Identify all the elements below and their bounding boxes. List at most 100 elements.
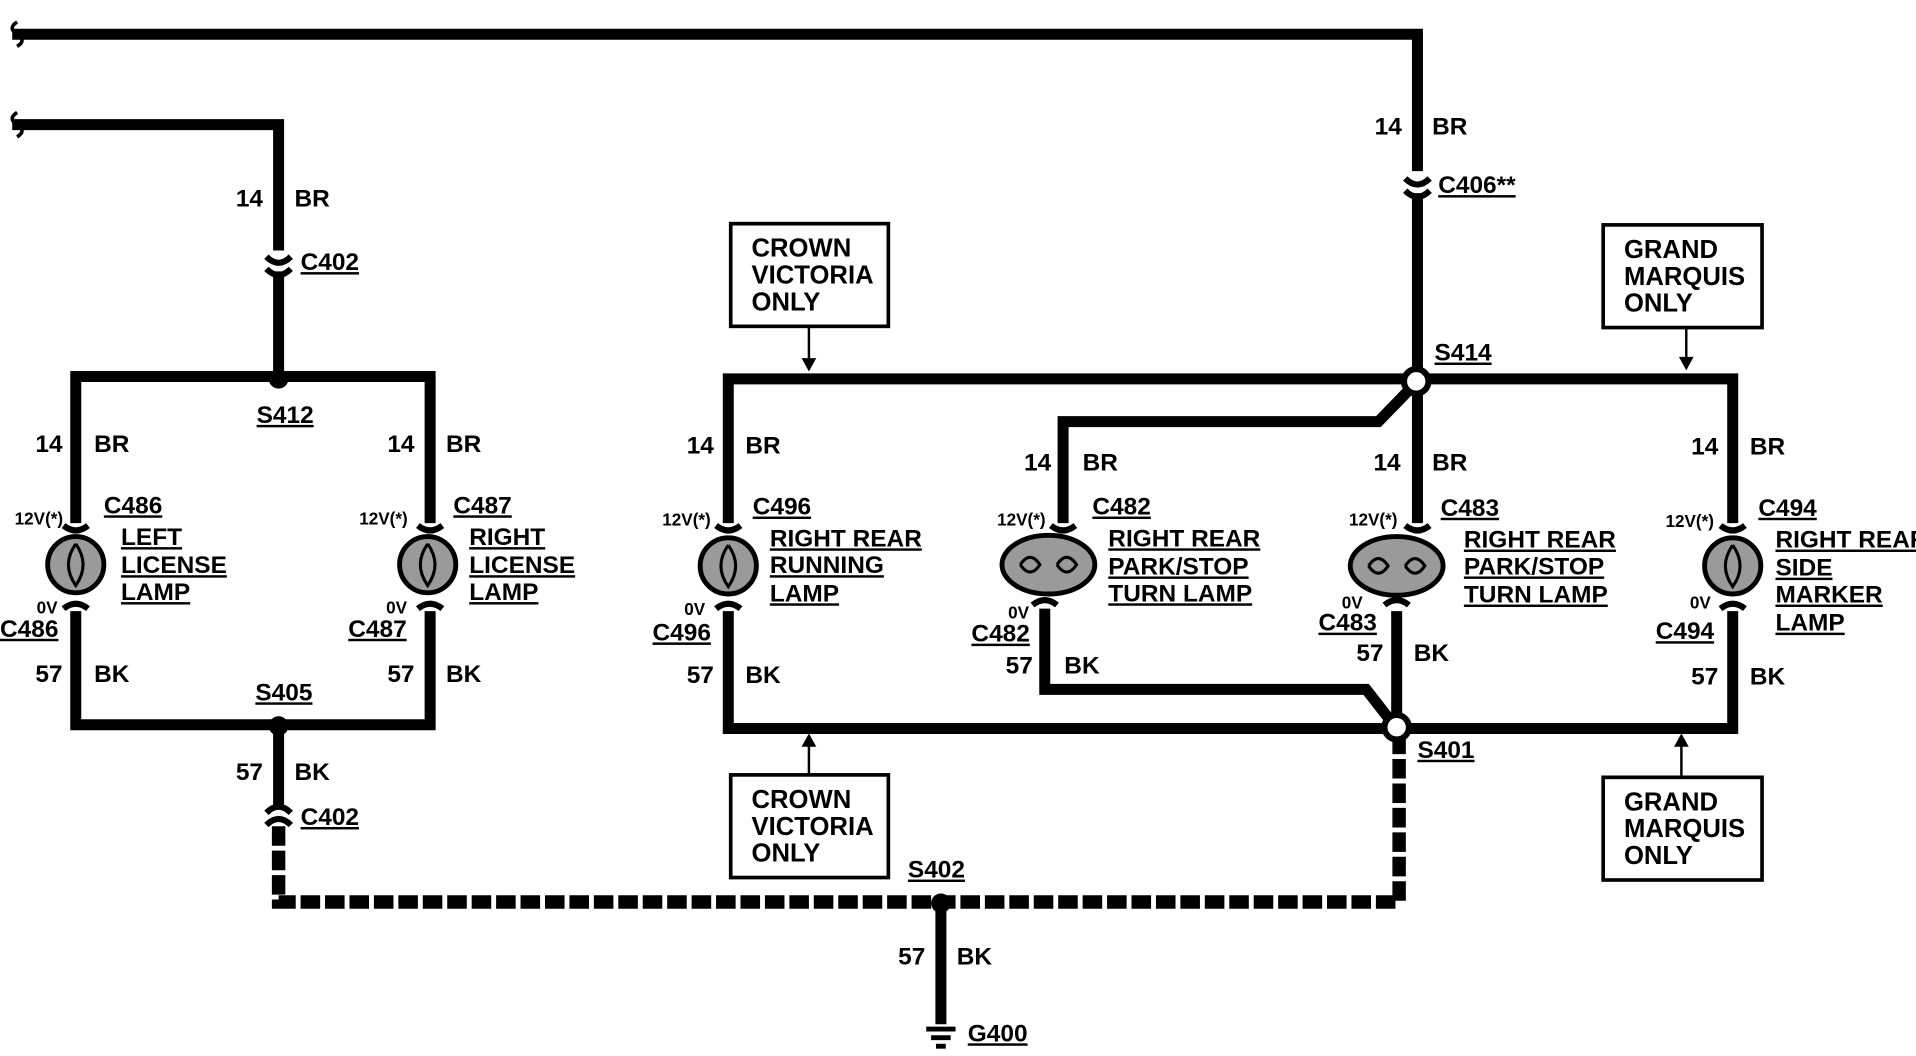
wire-gauge: 14: [1375, 113, 1403, 140]
svg-text:14: 14: [1691, 434, 1719, 461]
svg-text:RIGHT REAR: RIGHT REAR: [1108, 525, 1260, 552]
svg-text:CROWN: CROWN: [751, 235, 851, 263]
svg-text:57: 57: [898, 943, 925, 970]
svg-text:RUNNING: RUNNING: [770, 552, 884, 579]
connector-label-c406: C406**: [1438, 172, 1516, 199]
svg-text:C487: C487: [348, 616, 406, 643]
splice-dots: [268, 366, 1432, 913]
svg-text:S402: S402: [908, 857, 965, 884]
svg-text:C496: C496: [653, 619, 711, 646]
wire-gauge: 14: [236, 186, 264, 213]
connector-labels: C406** C402 C402 C486 C486 C487 C487 C49…: [0, 172, 1817, 831]
wires: [10, 20, 1739, 1025]
svg-text:C494: C494: [1758, 495, 1817, 522]
svg-text:S412: S412: [257, 402, 314, 429]
svg-text:57: 57: [35, 661, 62, 688]
svg-text:PARK/STOP: PARK/STOP: [1108, 553, 1248, 580]
s414-dot: [1400, 366, 1432, 397]
wire-ground-dashed: [271, 733, 1406, 909]
lamp-label-right-license: RIGHT LICENSE LAMP: [469, 524, 575, 606]
svg-text:0V: 0V: [1008, 603, 1030, 622]
ground-icon: [926, 1026, 956, 1049]
svg-text:RIGHT: RIGHT: [469, 524, 545, 551]
splice-labels: S412 S405 S414 S401 S402 G400: [255, 340, 1492, 1048]
svg-text:VICTORIA: VICTORIA: [751, 813, 873, 841]
note-boxes: [728, 221, 1764, 882]
svg-text:0V: 0V: [37, 599, 59, 618]
right-license-lamp-icon: [397, 534, 459, 596]
note-grand-marquis-top: GRAND MARQUIS ONLY: [1624, 236, 1745, 318]
note-crown-victoria-top: CROWN VICTORIA ONLY: [751, 235, 873, 317]
ground-label: G400: [968, 1020, 1028, 1047]
s402-dot: [931, 893, 951, 913]
svg-text:VICTORIA: VICTORIA: [751, 262, 873, 290]
wire-s401-bus: [722, 611, 1739, 734]
svg-text:12V(*): 12V(*): [662, 511, 710, 530]
svg-text:BR: BR: [446, 431, 482, 458]
c402-bottom-symbol: [264, 803, 293, 828]
lamp-label-right-rear-running: RIGHT REAR RUNNING LAMP: [770, 525, 922, 607]
svg-text:S405: S405: [255, 679, 312, 706]
svg-text:57: 57: [1691, 663, 1718, 690]
break-symbol-top: [10, 20, 24, 48]
svg-text:BR: BR: [745, 432, 781, 459]
svg-text:14: 14: [1024, 450, 1052, 477]
s412-dot: [268, 369, 289, 389]
wire-s405-bus: [70, 611, 436, 731]
right-rear-park-lamp-2-icon: [1347, 534, 1446, 598]
svg-text:BK: BK: [94, 661, 130, 688]
connector-symbols: [61, 176, 1747, 828]
connector-label-c402: C402: [301, 249, 359, 276]
svg-text:14: 14: [1373, 450, 1401, 477]
wire-c482-s401: [1039, 608, 1402, 732]
c406-symbol: [1403, 176, 1432, 200]
svg-text:LEFT: LEFT: [121, 524, 182, 551]
svg-text:0V: 0V: [386, 599, 408, 618]
wire-s414-c482: [1057, 377, 1422, 524]
svg-text:PARK/STOP: PARK/STOP: [1464, 553, 1604, 580]
svg-text:12V(*): 12V(*): [1349, 511, 1397, 530]
lamp-label-right-rear-park-2: RIGHT REAR PARK/STOP TURN LAMP: [1464, 527, 1616, 609]
svg-text:57: 57: [1356, 640, 1383, 667]
lamp-label-right-rear-side-marker: RIGHT REAR SIDE MARKER LAMP: [1775, 527, 1916, 637]
note-crown-victoria-bottom: CROWN VICTORIA ONLY: [751, 786, 873, 868]
c402-top-symbol: [264, 254, 293, 279]
svg-text:GRAND: GRAND: [1624, 236, 1718, 264]
svg-text:LICENSE: LICENSE: [469, 552, 575, 579]
svg-text:12V(*): 12V(*): [15, 509, 63, 528]
svg-text:LICENSE: LICENSE: [121, 552, 227, 579]
right-rear-park-lamp-1-icon: [999, 532, 1098, 597]
svg-text:C482: C482: [971, 621, 1029, 648]
svg-text:BK: BK: [745, 662, 781, 689]
svg-text:C486: C486: [0, 616, 58, 643]
wire-s412-bus: [70, 370, 436, 524]
svg-text:0V: 0V: [1690, 594, 1712, 613]
svg-text:57: 57: [387, 661, 414, 688]
svg-text:0V: 0V: [1342, 594, 1364, 613]
svg-text:C483: C483: [1441, 495, 1499, 522]
right-rear-running-lamp-icon: [697, 535, 759, 597]
right-rear-side-marker-lamp-icon: [1702, 535, 1764, 597]
svg-text:C483: C483: [1318, 610, 1376, 637]
note-grand-marquis-bottom: GRAND MARQUIS ONLY: [1624, 788, 1745, 870]
svg-text:12V(*): 12V(*): [1666, 512, 1714, 531]
svg-text:14: 14: [35, 431, 63, 458]
svg-text:0V: 0V: [684, 600, 706, 619]
svg-text:BR: BR: [1083, 450, 1119, 477]
lamp-label-left-license: LEFT LICENSE LAMP: [121, 524, 227, 606]
svg-text:BK: BK: [1064, 652, 1100, 679]
s401-dot: [1381, 711, 1412, 743]
svg-text:SIDE: SIDE: [1775, 555, 1832, 582]
svg-text:C482: C482: [1092, 494, 1150, 521]
svg-text:C494: C494: [1656, 618, 1715, 645]
svg-text:MARQUIS: MARQUIS: [1624, 263, 1745, 291]
svg-text:57: 57: [1006, 652, 1033, 679]
svg-text:BK: BK: [294, 759, 330, 786]
svg-text:BR: BR: [1432, 450, 1468, 477]
s405-dot: [268, 716, 289, 736]
svg-text:12V(*): 12V(*): [997, 511, 1045, 530]
svg-text:CROWN: CROWN: [751, 786, 851, 814]
svg-text:ONLY: ONLY: [1624, 842, 1693, 870]
svg-text:14: 14: [387, 431, 415, 458]
